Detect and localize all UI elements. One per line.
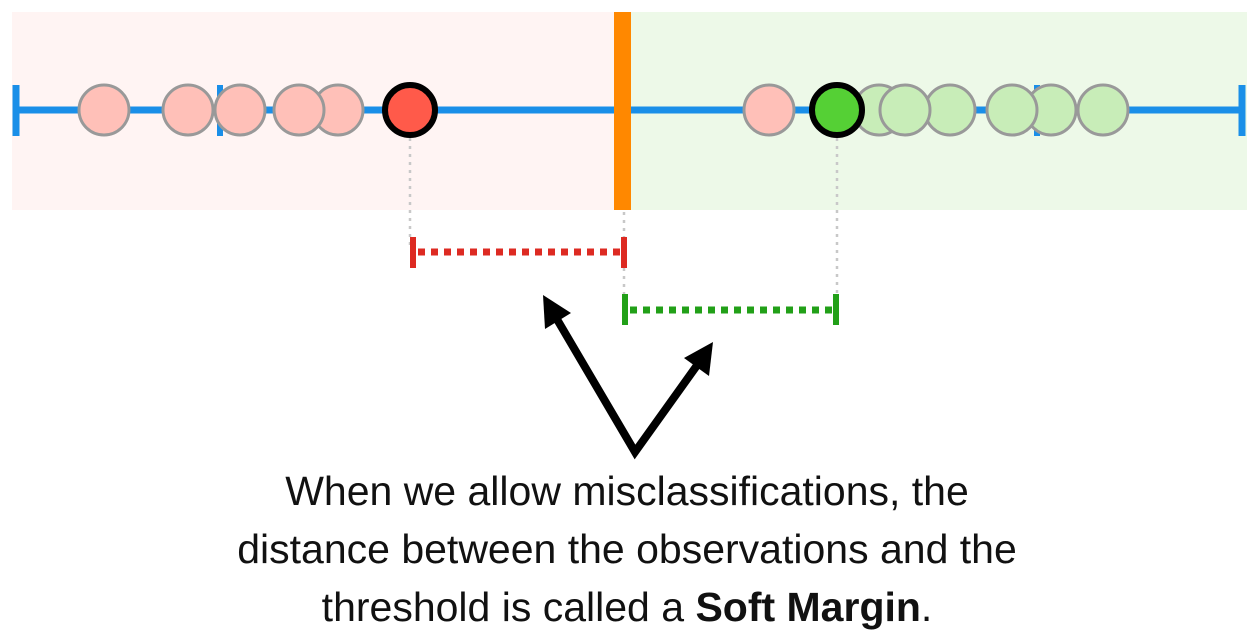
arrowhead-icon xyxy=(684,342,713,376)
pointer-arrows xyxy=(543,295,713,460)
green-margin-bracket xyxy=(622,294,839,325)
observation-red-highlighted xyxy=(382,82,438,138)
observation-green-highlighted xyxy=(809,82,865,138)
observation-light-green xyxy=(923,83,977,137)
caption-line-1: When we allow misclassifications, the xyxy=(285,468,969,514)
arrowhead-icon xyxy=(543,295,571,329)
caption-line-2: distance between the observations and th… xyxy=(237,526,1017,572)
caption-text: threshold is called a xyxy=(321,584,696,630)
observation-pink xyxy=(161,83,215,137)
threshold-bar xyxy=(614,12,631,210)
observation-pink xyxy=(272,83,326,137)
observation-light-green xyxy=(985,83,1039,137)
observation-pink xyxy=(742,83,796,137)
caption: When we allow misclassifications, the di… xyxy=(0,462,1254,636)
observation-pink xyxy=(77,83,131,137)
observation-pink xyxy=(213,83,267,137)
red-margin-bracket xyxy=(410,237,627,268)
soft-margin-term: Soft Margin xyxy=(695,584,921,630)
observation-light-green xyxy=(1076,83,1130,137)
caption-period: . xyxy=(920,584,933,630)
caption-line-3: threshold is called a Soft Margin. xyxy=(0,578,1254,636)
observation-light-green xyxy=(878,83,932,137)
